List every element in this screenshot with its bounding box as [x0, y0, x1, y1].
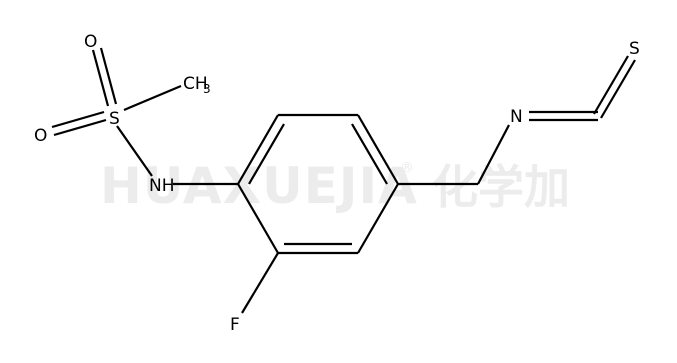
ring-bond-1-inner: [248, 123, 285, 185]
ring-bond-3-inner: [351, 123, 388, 185]
ring-bond-6: [237, 183, 279, 254]
atom-nh: NH: [149, 176, 175, 196]
bond-s-ch3: [123, 84, 182, 112]
atom-o-left: O: [34, 126, 47, 146]
ring-bond-4: [357, 183, 399, 254]
bond-s-nh: [116, 125, 153, 177]
atom-labels: O O S CH 3 NH F N S: [34, 32, 640, 335]
atom-n-isothiocyanate: N: [510, 107, 523, 127]
atom-f: F: [230, 315, 240, 335]
bond-c-s-2: [600, 59, 636, 119]
bond-ch2-n: [477, 124, 510, 185]
atom-ch3: CH: [183, 74, 208, 94]
atom-s-sulfonyl: S: [109, 109, 120, 129]
watermark-registered-mark: ®: [400, 160, 414, 176]
bond-s-o-left-2: [53, 118, 107, 137]
bonds: [51, 47, 636, 314]
bond-c-f: [241, 252, 279, 314]
bond-c-s-1: [593, 55, 629, 115]
bond-s-o-top-1: [91, 49, 110, 107]
ring-bond-1: [237, 114, 279, 185]
watermark-chinese: 化学加: [432, 160, 570, 214]
ring-bond-3: [357, 114, 399, 185]
atom-o-top: O: [84, 32, 97, 52]
bond-s-o-top-2: [99, 47, 118, 105]
atom-s-thio: S: [629, 39, 640, 59]
atom-ch3-subscript: 3: [203, 82, 211, 96]
bond-s-o-left-1: [51, 110, 105, 129]
